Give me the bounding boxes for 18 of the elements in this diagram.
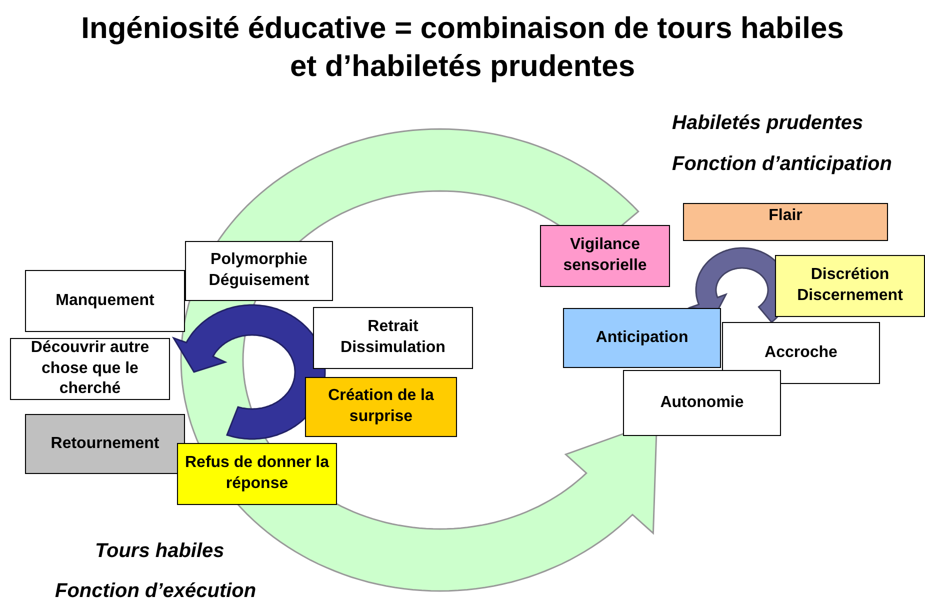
label-box: Retournement [25, 414, 185, 474]
label-box: Anticipation [563, 308, 721, 368]
label-box: Autonomie [623, 370, 781, 436]
label-box: Accroche [722, 322, 880, 384]
section-label: Habiletés prudentes [672, 112, 864, 135]
label-box: Discrétion Discernement [775, 255, 925, 317]
title: Ingéniosité éducative = combinaison de tours habiles et d’habiletés prudentes [80, 11, 845, 84]
label-box: Découvrir autre chose que le cherché [10, 338, 170, 400]
section-label: Tours habiles [95, 540, 224, 563]
label-box: Manquement [25, 270, 185, 332]
section-label: Fonction d’exécution [55, 580, 256, 603]
label-box: Polymorphie Déguisement [185, 241, 333, 301]
label-box: Vigilance sensorielle [540, 225, 670, 287]
label-box: Création de la surprise [305, 377, 457, 437]
label-box: Retrait Dissimulation [313, 307, 473, 369]
label-box: Flair [683, 203, 888, 241]
section-label: Fonction d’anticipation [672, 153, 892, 176]
label-box: Refus de donner la réponse [177, 443, 337, 505]
